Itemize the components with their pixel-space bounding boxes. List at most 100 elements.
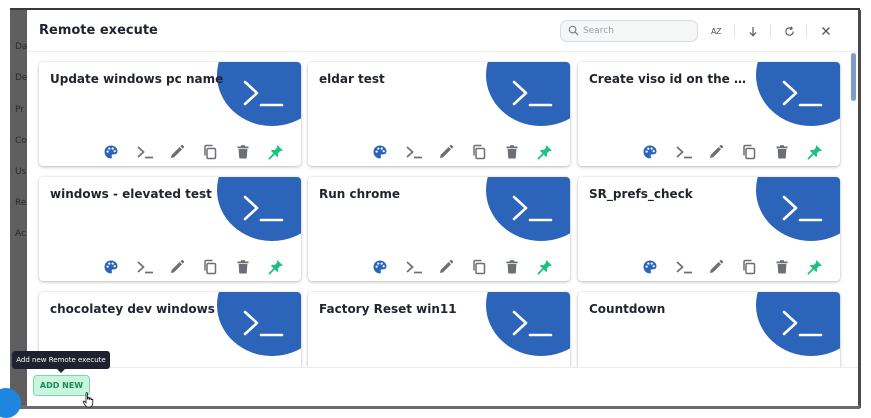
- card-color-button[interactable]: [642, 259, 660, 277]
- palette-icon: [642, 145, 658, 164]
- card-pin-button[interactable]: [537, 259, 555, 277]
- palette-icon: [372, 260, 388, 279]
- copy-icon: [202, 144, 218, 164]
- script-card[interactable]: eldar test: [308, 62, 570, 166]
- card-color-button[interactable]: [103, 259, 121, 277]
- card-delete-button[interactable]: [504, 259, 522, 277]
- card-pin-button[interactable]: [807, 144, 825, 162]
- search-input[interactable]: [583, 23, 693, 39]
- card-delete-button[interactable]: [774, 259, 792, 277]
- script-card[interactable]: Countdown: [578, 292, 840, 367]
- terminal-icon: [136, 260, 154, 279]
- card-delete-button[interactable]: [774, 144, 792, 162]
- powershell-prompt-icon: [512, 195, 553, 222]
- card-title: Run chrome: [319, 187, 400, 201]
- powershell-prompt-icon: [782, 310, 823, 337]
- card-edit-button[interactable]: [169, 259, 187, 277]
- script-card[interactable]: Factory Reset win11: [308, 292, 570, 367]
- card-run-button[interactable]: [136, 144, 154, 162]
- backdrop-label: Re: [15, 198, 27, 208]
- card-edit-button[interactable]: [708, 259, 726, 277]
- backdrop-sidebar: Da De Pr Co Us Re Ac: [10, 10, 27, 408]
- card-edit-button[interactable]: [438, 259, 456, 277]
- card-delete-button[interactable]: [235, 259, 253, 277]
- scrollbar-thumb[interactable]: [851, 53, 856, 101]
- card-color-button[interactable]: [372, 144, 390, 162]
- card-pin-button[interactable]: [537, 144, 555, 162]
- card-color-button[interactable]: [103, 144, 121, 162]
- sort-az-icon: AZ: [711, 26, 721, 36]
- pin-icon: [537, 260, 553, 279]
- sort-direction-button[interactable]: [744, 22, 762, 40]
- card-run-button[interactable]: [405, 259, 423, 277]
- script-card[interactable]: windows - elevated test: [39, 177, 301, 281]
- card-delete-button[interactable]: [235, 144, 253, 162]
- card-duplicate-button[interactable]: [741, 259, 759, 277]
- powershell-prompt-icon: [512, 310, 553, 337]
- sort-az-button[interactable]: AZ: [707, 22, 725, 40]
- pin-icon: [807, 260, 823, 279]
- card-run-button[interactable]: [136, 259, 154, 277]
- card-edit-button[interactable]: [708, 144, 726, 162]
- card-run-button[interactable]: [405, 144, 423, 162]
- copy-icon: [471, 259, 487, 279]
- trash-icon: [774, 145, 790, 164]
- script-card[interactable]: Update windows pc name: [39, 62, 301, 166]
- copy-icon: [741, 144, 757, 164]
- card-run-button[interactable]: [675, 259, 693, 277]
- powershell-prompt-icon: [243, 195, 284, 222]
- refresh-icon: [784, 26, 794, 36]
- backdrop-right-edge: [858, 10, 861, 408]
- trash-icon: [235, 145, 251, 164]
- card-delete-button[interactable]: [504, 144, 522, 162]
- card-edit-button[interactable]: [438, 144, 456, 162]
- close-button[interactable]: [817, 22, 835, 40]
- card-duplicate-button[interactable]: [202, 144, 220, 162]
- card-duplicate-button[interactable]: [471, 144, 489, 162]
- backdrop-top-edge: [10, 8, 860, 11]
- card-color-button[interactable]: [642, 144, 660, 162]
- search-box[interactable]: [560, 20, 698, 42]
- floating-help-button[interactable]: [0, 388, 24, 418]
- card-color-button[interactable]: [372, 259, 390, 277]
- card-run-button[interactable]: [675, 144, 693, 162]
- card-duplicate-button[interactable]: [471, 259, 489, 277]
- pin-icon: [537, 145, 553, 164]
- card-title: Factory Reset win11: [319, 302, 457, 316]
- powershell-prompt-icon: [243, 80, 284, 107]
- header-divider: [770, 24, 771, 38]
- script-card[interactable]: SR_prefs_check: [578, 177, 840, 281]
- edit-pencil-icon: [438, 259, 454, 279]
- refresh-button[interactable]: [780, 22, 798, 40]
- backdrop-label: Pr: [15, 105, 24, 115]
- powershell-prompt-icon: [782, 80, 823, 107]
- backdrop-label: De: [15, 73, 28, 83]
- card-duplicate-button[interactable]: [202, 259, 220, 277]
- add-new-button[interactable]: ADD NEW: [33, 375, 90, 396]
- terminal-icon: [675, 145, 693, 164]
- card-pin-button[interactable]: [268, 144, 286, 162]
- terminal-icon: [675, 260, 693, 279]
- copy-icon: [202, 259, 218, 279]
- trash-icon: [504, 145, 520, 164]
- header-divider: [734, 24, 735, 38]
- terminal-icon: [136, 145, 154, 164]
- search-icon: [568, 25, 579, 36]
- card-pin-button[interactable]: [268, 259, 286, 277]
- card-title: eldar test: [319, 72, 385, 86]
- card-duplicate-button[interactable]: [741, 144, 759, 162]
- card-title: SR_prefs_check: [589, 187, 693, 201]
- card-pin-button[interactable]: [807, 259, 825, 277]
- backdrop-bottom-edge: [10, 405, 860, 409]
- backdrop-label: Us: [15, 167, 27, 177]
- card-title: windows - elevated test: [50, 187, 212, 201]
- backdrop-label: Da: [15, 42, 28, 52]
- copy-icon: [471, 144, 487, 164]
- card-title: Countdown: [589, 302, 666, 316]
- card-edit-button[interactable]: [169, 144, 187, 162]
- copy-icon: [741, 259, 757, 279]
- script-card[interactable]: Create viso id on the desktop: [578, 62, 840, 166]
- arrow-down-icon: [749, 26, 757, 37]
- script-card[interactable]: Run chrome: [308, 177, 570, 281]
